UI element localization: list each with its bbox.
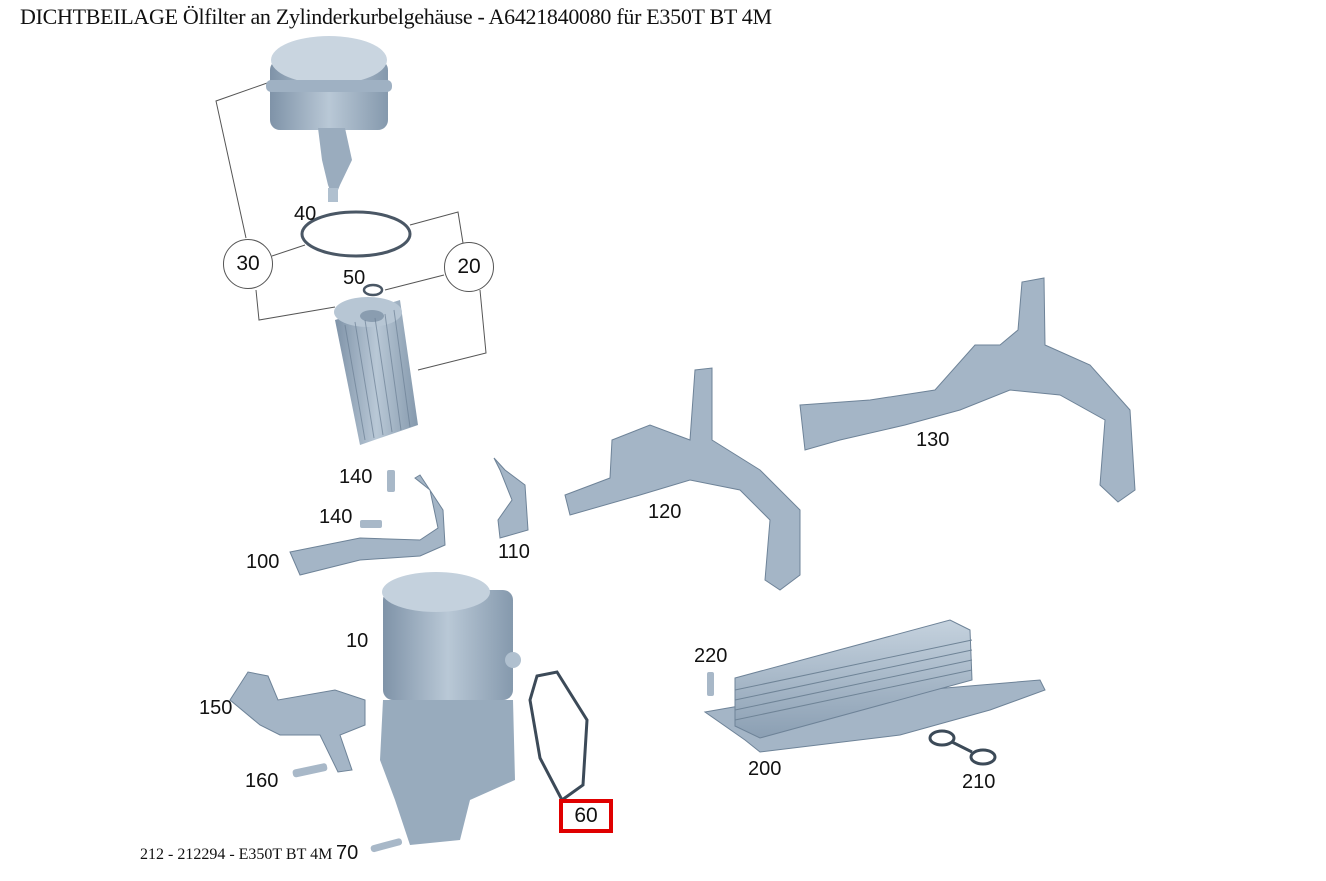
callout-200[interactable]: 200 <box>748 758 782 780</box>
callout-70[interactable]: 70 <box>336 842 359 864</box>
callout-220[interactable]: 220 <box>694 645 728 667</box>
callout-20[interactable]: 20 <box>444 242 494 292</box>
bracket-120-part <box>564 367 801 591</box>
callout-40[interactable]: 40 <box>294 203 317 225</box>
oil-cooler-part <box>703 619 1046 753</box>
callout-100[interactable]: 100 <box>246 551 280 573</box>
filter-housing-part <box>380 572 521 845</box>
screw-140-part <box>360 470 395 528</box>
screw-70-part <box>370 838 403 853</box>
bracket-100-part <box>289 474 446 576</box>
bracket-110-part <box>493 457 529 539</box>
screw-220-part <box>707 672 714 696</box>
callout-30[interactable]: 30 <box>223 239 273 289</box>
callout-140-lower[interactable]: 140 <box>319 506 353 528</box>
gasket-60-part <box>528 670 589 803</box>
callout-210[interactable]: 210 <box>962 771 996 793</box>
callout-120[interactable]: 120 <box>648 501 682 523</box>
callout-160[interactable]: 160 <box>245 770 279 792</box>
group-bracket-lines <box>215 81 487 371</box>
callout-50[interactable]: 50 <box>343 267 366 289</box>
diagram-caption: 212 - 212294 - E350T BT 4M <box>140 846 333 863</box>
callout-150[interactable]: 150 <box>199 697 233 719</box>
o-ring-50 <box>362 283 384 297</box>
o-ring-40 <box>300 210 412 258</box>
callout-130[interactable]: 130 <box>916 429 950 451</box>
callout-10[interactable]: 10 <box>346 630 369 652</box>
bracket-150-part <box>229 671 366 773</box>
screw-160-part <box>292 763 328 778</box>
filter-cap-part <box>266 36 392 202</box>
callout-140-upper[interactable]: 140 <box>339 466 373 488</box>
filter-element-part <box>334 297 418 445</box>
callout-60-highlighted[interactable]: 60 <box>559 799 613 833</box>
bracket-130-part <box>799 277 1136 503</box>
page-title: DICHTBEILAGE Ölfilter an Zylinderkurbelg… <box>20 4 772 29</box>
seal-210-part <box>928 729 997 766</box>
callout-110[interactable]: 110 <box>498 541 530 563</box>
